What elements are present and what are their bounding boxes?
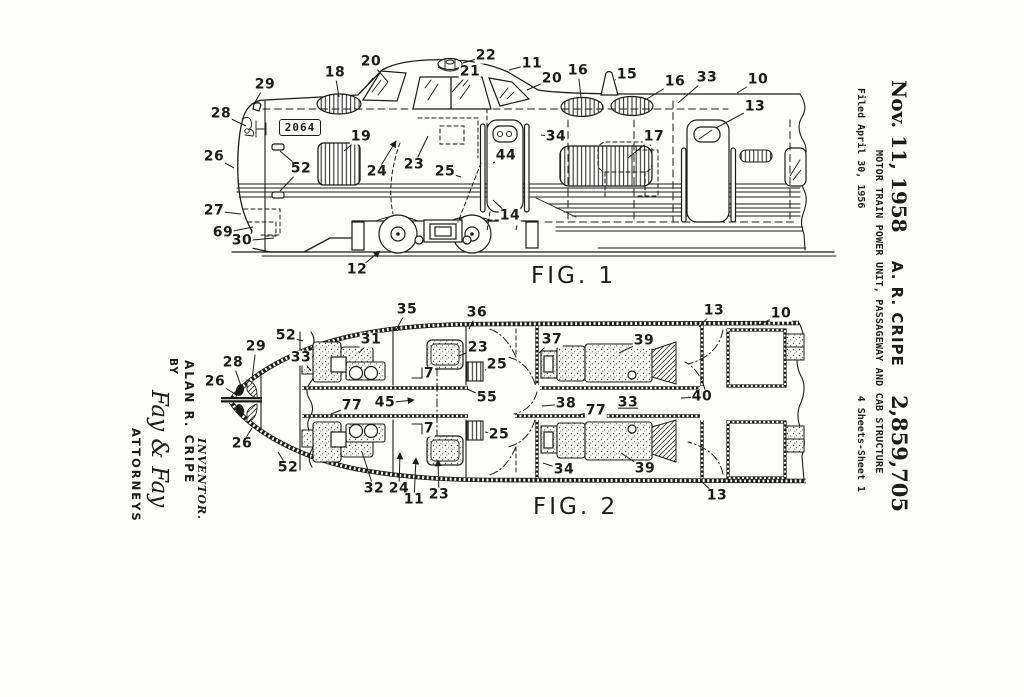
- patent-date: Nov. 11, 1958: [887, 80, 911, 233]
- callout-fig1-44: 44: [494, 147, 518, 164]
- callout-fig1-17: 17: [642, 128, 666, 145]
- callout-fig1-16: 16: [663, 73, 687, 90]
- locomotive-number: 2064: [284, 121, 316, 134]
- callout-fig1-24: 24: [365, 163, 389, 180]
- callout-fig1-22: 22: [474, 47, 498, 64]
- callout-fig2-55: 55: [475, 389, 499, 406]
- callout-fig1-16: 16: [566, 62, 590, 79]
- callout-fig2-13: 13: [705, 487, 729, 504]
- callout-fig2-35: 35: [395, 301, 419, 318]
- callout-fig1-30: 30: [230, 232, 254, 249]
- callout-fig2-23: 23: [466, 339, 490, 356]
- callout-fig1-23: 23: [402, 156, 426, 173]
- callout-fig1-33: 33: [695, 69, 719, 86]
- callout-fig2-13: 13: [702, 302, 726, 319]
- patent-inventor-short: A. R. CRIPE: [888, 260, 906, 367]
- inventor-label: INVENTOR.: [195, 438, 208, 520]
- callout-fig2-39: 39: [633, 460, 657, 477]
- fig1-caption: FIG. 1: [531, 263, 617, 289]
- callout-fig1-27: 27: [202, 202, 226, 219]
- callout-fig1-26: 26: [202, 148, 226, 165]
- callout-fig2-33: 33: [616, 394, 640, 411]
- callout-fig2-25: 25: [485, 356, 509, 373]
- callout-fig1-21: 21: [458, 63, 482, 80]
- callout-fig1-69: 69: [211, 224, 235, 241]
- callout-fig2-25: 25: [487, 426, 511, 443]
- callout-fig2-45: 45: [373, 394, 397, 411]
- by-label: BY: [167, 358, 179, 376]
- callout-fig2-32: 32: [362, 480, 386, 497]
- callout-fig2-34: 34: [552, 461, 576, 478]
- callout-fig2-29: 29: [244, 338, 268, 355]
- callout-fig2-40: 40: [690, 388, 714, 405]
- patent-header-line: Nov. 11, 1958 A. R. CRIPE 2,859,705: [887, 80, 912, 512]
- fig1-drawing: [231, 57, 837, 257]
- callout-fig1-28: 28: [209, 105, 233, 122]
- attorney-signature: Fay & Fay: [146, 390, 172, 508]
- callout-fig1-20: 20: [540, 70, 564, 87]
- patent-title: MOTOR TRAIN POWER UNIT, PASSAGEWAY AND C…: [873, 150, 884, 474]
- callout-fig2-7: 7: [422, 365, 436, 382]
- callout-fig1-20: 20: [359, 53, 383, 70]
- callout-fig2-36: 36: [465, 304, 489, 321]
- attorneys-label: ATTORNEYS: [129, 428, 143, 523]
- callout-fig1-25: 25: [433, 163, 457, 180]
- patent-filing-line: Filed April 30, 1956 4 Sheets-Sheet 1: [855, 88, 866, 492]
- patent-sheet-info: 4 Sheets-Sheet 1: [855, 395, 866, 492]
- callout-fig2-52: 52: [276, 459, 300, 476]
- patent-number: 2,859,705: [887, 395, 912, 512]
- callout-fig1-19: 19: [349, 128, 373, 145]
- callout-fig2-77: 77: [340, 397, 364, 414]
- callout-fig2-39: 39: [632, 332, 656, 349]
- patent-filed-date: Filed April 30, 1956: [855, 88, 866, 209]
- callout-fig2-26: 26: [230, 435, 254, 452]
- callout-fig2-28: 28: [221, 354, 245, 371]
- callout-fig2-11: 11: [402, 491, 426, 508]
- callout-fig1-29: 29: [253, 76, 277, 93]
- callout-fig1-11: 11: [520, 55, 544, 72]
- inventor-name: ALAN R. CRIPE: [182, 360, 196, 485]
- callout-fig1-15: 15: [615, 66, 639, 83]
- callout-fig1-13: 13: [743, 98, 767, 115]
- callout-fig2-23: 23: [427, 486, 451, 503]
- callout-fig2-38: 38: [554, 395, 578, 412]
- callout-fig2-26: 26: [203, 373, 227, 390]
- callout-fig1-52: 52: [289, 160, 313, 177]
- fig2-caption: FIG. 2: [533, 494, 619, 520]
- callout-fig2-7: 7: [422, 420, 436, 437]
- callout-fig2-31: 31: [359, 331, 383, 348]
- callout-fig1-10: 10: [746, 71, 770, 88]
- callout-fig2-33: 33: [289, 349, 313, 366]
- callout-fig1-34: 34: [544, 128, 568, 145]
- callout-fig1-12: 12: [345, 261, 369, 278]
- callout-fig1-18: 18: [323, 64, 347, 81]
- callout-fig2-52: 52: [274, 327, 298, 344]
- callout-fig1-14: 14: [498, 207, 522, 224]
- callout-fig2-77: 77: [584, 402, 608, 419]
- callout-fig2-10: 10: [769, 305, 793, 322]
- locomotive-number-plate: 2064: [279, 119, 321, 136]
- fig2-drawing: [221, 320, 807, 484]
- callout-fig2-37: 37: [540, 331, 564, 348]
